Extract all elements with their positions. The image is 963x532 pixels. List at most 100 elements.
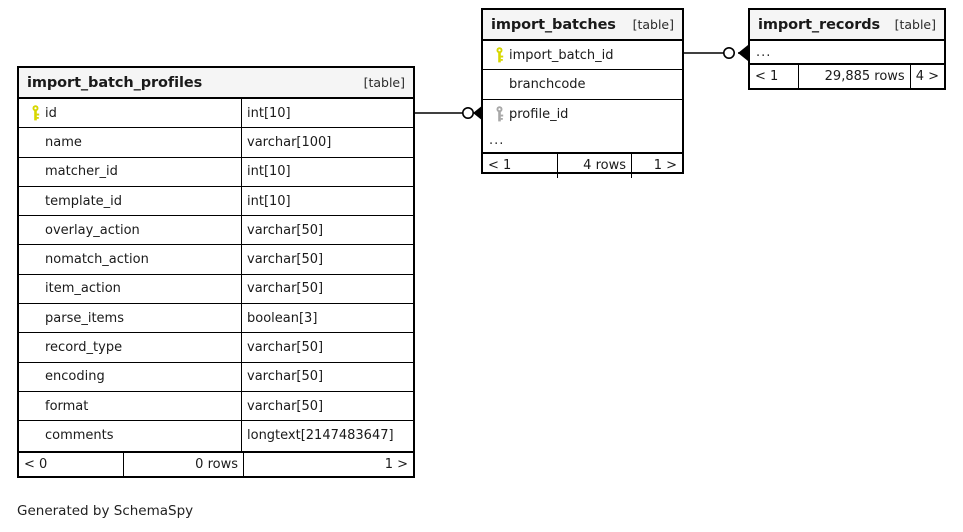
- column-name-text: template_id: [45, 193, 123, 209]
- table-title: import_records: [758, 16, 881, 33]
- column-type-text: boolean[3]: [247, 310, 318, 326]
- column-type-text: varchar[50]: [247, 369, 324, 385]
- column-name-cell: parse_items: [19, 304, 241, 332]
- primary-key-icon: [489, 47, 509, 63]
- table-row[interactable]: branchcode: [483, 70, 682, 100]
- table-row[interactable]: id int[10]: [19, 99, 413, 129]
- column-type-cell: varchar[50]: [241, 245, 413, 274]
- footer-prev-page[interactable]: < 0: [24, 457, 48, 473]
- table-header-import-batch-profiles: import_batch_profiles [table]: [19, 68, 413, 99]
- table-row[interactable]: profile_id: [483, 100, 682, 129]
- column-name-text: item_action: [45, 281, 121, 297]
- column-name-cell: nomatch_action: [19, 245, 241, 273]
- table-footer-import-records: < 1 29,885 rows 4 >: [750, 65, 944, 88]
- column-type-text: varchar[50]: [247, 222, 324, 238]
- column-type-cell: varchar[50]: [241, 391, 413, 421]
- column-name-text: overlay_action: [45, 222, 140, 238]
- column-type-cell: longtext[2147483647]: [241, 421, 413, 451]
- relationship-profiles-to-batches: [413, 105, 483, 121]
- column-name-text: import_batch_id: [509, 47, 614, 63]
- column-name-text: parse_items: [45, 310, 124, 326]
- table-type-tag: [table]: [894, 17, 936, 32]
- table-title: import_batch_profiles: [27, 74, 203, 91]
- column-name-cell: template_id: [19, 187, 241, 215]
- table-row[interactable]: format varchar[50]: [19, 391, 413, 422]
- column-name-cell: name: [19, 128, 241, 156]
- column-type-text: longtext[2147483647]: [247, 428, 394, 444]
- column-name-cell: item_action: [19, 275, 241, 303]
- table-title: import_batches: [491, 16, 616, 33]
- column-name-cell: matcher_id: [19, 158, 241, 186]
- footer-next-page[interactable]: 4 >: [909, 65, 944, 88]
- footer-next-page[interactable]: 1 >: [631, 153, 682, 178]
- footer-prev-page[interactable]: < 1: [755, 69, 779, 84]
- column-type-cell: int[10]: [241, 99, 413, 128]
- table-header-import-records: import_records [table]: [750, 10, 944, 41]
- generated-by-note: Generated by SchemaSpy: [17, 503, 194, 519]
- column-name-text: record_type: [45, 340, 123, 356]
- table-row[interactable]: matcher_id int[10]: [19, 157, 413, 187]
- column-name-cell: encoding: [19, 363, 241, 391]
- column-name-cell: id: [19, 99, 241, 127]
- footer-row-count: 29,885 rows: [797, 65, 910, 88]
- column-type-text: int[10]: [247, 164, 291, 180]
- column-type-cell: varchar[100]: [241, 128, 413, 157]
- table-row[interactable]: name varchar[100]: [19, 128, 413, 158]
- column-type-text: varchar[50]: [247, 281, 324, 297]
- table-footer-import-batches: < 1 4 rows 1 >: [483, 153, 682, 178]
- column-name-text: name: [45, 134, 82, 150]
- table-row[interactable]: overlay_action varchar[50]: [19, 216, 413, 246]
- column-name-cell: import_batch_id: [483, 41, 682, 69]
- column-type-text: int[10]: [247, 193, 291, 209]
- column-type-text: varchar[50]: [247, 340, 324, 356]
- table-row[interactable]: encoding varchar[50]: [19, 362, 413, 392]
- column-type-text: int[10]: [247, 105, 291, 121]
- table-row[interactable]: import_batch_id: [483, 41, 682, 71]
- column-type-cell: varchar[50]: [241, 362, 413, 391]
- table-type-tag: [table]: [632, 17, 674, 32]
- column-type-cell: varchar[50]: [241, 216, 413, 245]
- footer-row-count: 4 rows: [557, 153, 631, 178]
- column-type-text: varchar[50]: [247, 252, 324, 268]
- foreign-key-icon: [489, 106, 509, 122]
- table-type-tag: [table]: [363, 75, 405, 90]
- column-name-text: nomatch_action: [45, 252, 149, 268]
- column-type-text: varchar[50]: [247, 398, 324, 414]
- footer-row-count: 0 rows: [123, 452, 243, 477]
- footer-prev-page[interactable]: < 1: [488, 158, 512, 174]
- column-name-text: id: [45, 105, 57, 121]
- more-columns-indicator: ...: [483, 129, 682, 154]
- column-name-text: matcher_id: [45, 164, 118, 180]
- table-import-records[interactable]: import_records [table] ... < 1 29,885 ro…: [748, 8, 946, 90]
- column-name-cell: profile_id: [483, 100, 682, 129]
- column-name-text: comments: [45, 428, 114, 444]
- column-type-text: varchar[100]: [247, 134, 332, 150]
- column-type-cell: varchar[50]: [241, 274, 413, 304]
- table-row[interactable]: nomatch_action varchar[50]: [19, 245, 413, 275]
- column-list-import-batch-profiles: id int[10] name varchar[100] matcher_id int[1…: [19, 99, 413, 451]
- table-row[interactable]: template_id int[10]: [19, 186, 413, 217]
- table-row[interactable]: record_type varchar[50]: [19, 333, 413, 363]
- table-row[interactable]: parse_items boolean[3]: [19, 304, 413, 334]
- footer-next-page[interactable]: 1 >: [243, 452, 413, 477]
- column-name-text: profile_id: [509, 106, 569, 122]
- more-columns-indicator: ...: [750, 41, 944, 65]
- column-name-cell: branchcode: [483, 70, 682, 98]
- table-import-batch-profiles[interactable]: import_batch_profiles [table] id int[10] n…: [17, 66, 415, 478]
- column-name-text: branchcode: [509, 76, 586, 92]
- column-name-cell: record_type: [19, 333, 241, 361]
- primary-key-icon: [25, 105, 45, 121]
- column-name-cell: overlay_action: [19, 216, 241, 244]
- column-name-text: format: [45, 398, 89, 414]
- table-row[interactable]: item_action varchar[50]: [19, 274, 413, 305]
- column-name-cell: comments: [19, 421, 241, 450]
- table-footer-import-batch-profiles: < 0 0 rows 1 >: [19, 450, 413, 477]
- column-type-cell: int[10]: [241, 157, 413, 186]
- relationship-batches-to-records: [682, 45, 748, 61]
- table-header-import-batches: import_batches [table]: [483, 10, 682, 41]
- column-type-cell: int[10]: [241, 186, 413, 216]
- table-row[interactable]: comments longtext[2147483647]: [19, 421, 413, 451]
- column-type-cell: varchar[50]: [241, 333, 413, 362]
- column-name-cell: format: [19, 392, 241, 420]
